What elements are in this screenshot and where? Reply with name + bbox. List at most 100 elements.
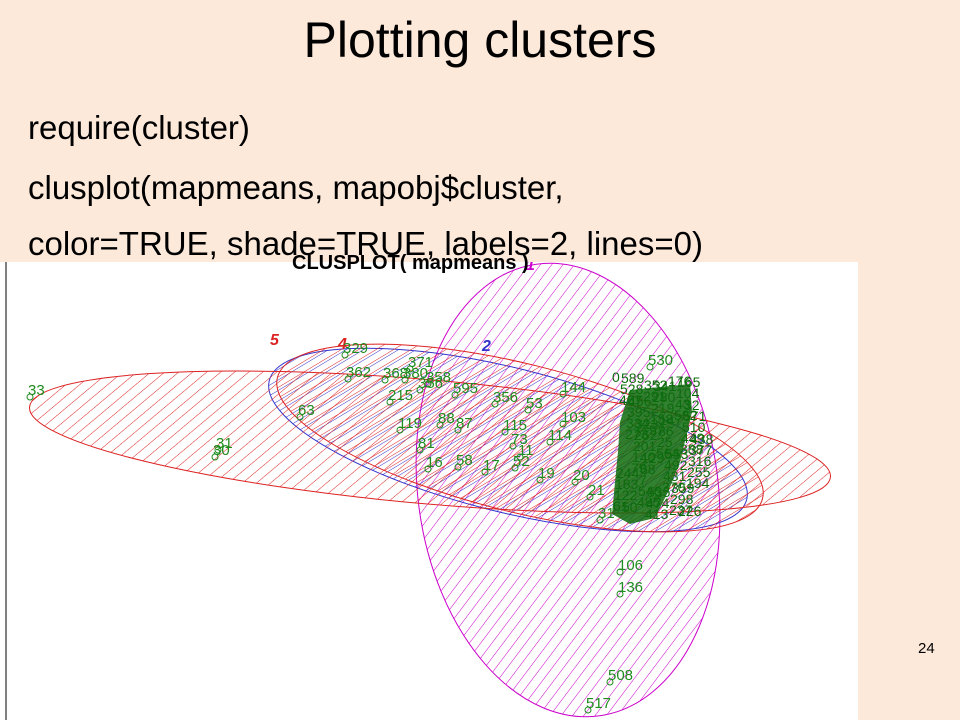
data-point-label: 215	[388, 387, 413, 404]
data-point: 530	[646, 352, 673, 371]
svg-text:341: 341	[653, 378, 677, 394]
data-point-label: 508	[608, 667, 633, 684]
svg-text:79: 79	[631, 460, 647, 476]
svg-text:553: 553	[665, 446, 689, 462]
svg-text:474: 474	[646, 495, 670, 511]
data-point: 31	[214, 435, 233, 454]
data-point: 371	[406, 354, 433, 373]
svg-text:388: 388	[680, 441, 704, 457]
data-point-label: 358	[426, 369, 451, 386]
data-point-label: 19	[538, 465, 555, 482]
data-point: 368	[381, 365, 408, 384]
svg-text:413: 413	[645, 506, 669, 522]
data-point: 106	[616, 557, 643, 576]
data-point-label: 21	[588, 482, 605, 499]
data-point-label: 17	[483, 457, 500, 474]
svg-text:334: 334	[626, 415, 650, 431]
data-point-label: 115	[503, 417, 527, 434]
data-point-label: 103	[561, 409, 586, 426]
svg-text:485: 485	[637, 494, 661, 510]
data-point-label: 119	[398, 415, 422, 432]
svg-text:359: 359	[671, 480, 695, 496]
data-point: 53	[524, 395, 543, 414]
svg-text:291: 291	[643, 388, 667, 404]
cluster-label-5: 5	[270, 332, 280, 349]
svg-text:97: 97	[649, 422, 665, 438]
dense-point-cluster: 0971942913884855827917627337046756461158…	[612, 369, 714, 524]
data-point: 16	[424, 454, 443, 473]
svg-text:25: 25	[657, 434, 673, 450]
svg-text:492: 492	[664, 457, 688, 473]
svg-text:571: 571	[683, 408, 707, 424]
svg-text:86: 86	[658, 423, 674, 439]
data-point: 88	[436, 410, 455, 429]
data-point: 119	[396, 415, 422, 434]
data-point-label: 81	[418, 435, 435, 452]
data-point: 114	[546, 427, 572, 446]
svg-text:194: 194	[686, 475, 710, 491]
data-point-label: 20	[573, 467, 590, 484]
svg-text:183: 183	[615, 476, 639, 492]
data-point: 508	[606, 667, 633, 686]
svg-text:176: 176	[668, 373, 692, 389]
data-point: 21	[586, 482, 605, 501]
data-point: 144	[559, 379, 586, 398]
data-point: 63	[296, 402, 315, 421]
data-point-label: 144	[561, 379, 586, 396]
data-point-label: 63	[298, 402, 315, 419]
data-point-label: 530	[648, 352, 673, 369]
svg-text:564: 564	[656, 445, 680, 461]
data-point: 33	[26, 382, 45, 401]
data-point: 115	[501, 417, 527, 436]
data-point-label: 595	[453, 380, 478, 397]
svg-text:438: 438	[690, 431, 714, 447]
data-point: 103	[559, 409, 586, 428]
svg-text:431: 431	[663, 468, 687, 484]
data-point-label: 106	[618, 557, 643, 574]
svg-text:226: 226	[678, 503, 702, 519]
svg-text:50: 50	[622, 499, 638, 515]
slide-number: 24	[918, 640, 935, 657]
data-point-label: 114	[548, 427, 572, 444]
data-point: 17	[481, 457, 500, 476]
code-line-require: require(cluster)	[28, 109, 250, 146]
svg-text:32: 32	[684, 397, 700, 413]
data-point-label: 329	[343, 340, 368, 357]
svg-text:510: 510	[682, 419, 706, 435]
svg-text:262: 262	[634, 427, 658, 443]
data-point-label: 16	[426, 454, 443, 471]
data-point-label: 380	[403, 365, 428, 382]
cluster-label-1: 1	[526, 262, 535, 274]
data-point-label: 517	[586, 695, 611, 712]
svg-text:589: 589	[621, 370, 645, 386]
data-point: 595	[451, 380, 478, 399]
data-point-label: 73	[511, 431, 528, 448]
svg-text:43: 43	[675, 396, 691, 412]
svg-text:122: 122	[614, 487, 638, 503]
svg-text:323: 323	[635, 416, 659, 432]
svg-text:528: 528	[620, 381, 644, 397]
data-point: 81	[416, 435, 435, 454]
data-point: 136	[616, 579, 643, 598]
svg-text:0: 0	[612, 369, 620, 385]
data-point-label: 136	[618, 579, 643, 596]
svg-text:68: 68	[640, 461, 656, 477]
data-point-label: 368	[383, 365, 408, 382]
data-point: 19	[536, 465, 555, 484]
data-point: 11	[516, 442, 534, 461]
svg-text:546: 546	[638, 483, 662, 499]
data-point-label: 31	[598, 505, 615, 522]
svg-text:255: 255	[687, 464, 711, 480]
data-point-label: 31	[216, 435, 233, 452]
slide-title: Plotting clusters	[303, 12, 657, 68]
svg-text:201: 201	[633, 438, 657, 454]
code-line-clusplot-args: color=TRUE, shade=TRUE, labels=2, lines=…	[28, 225, 703, 262]
svg-text:298: 298	[670, 491, 694, 507]
data-point: 30	[211, 442, 230, 461]
svg-text:316: 316	[688, 453, 712, 469]
cluster-label-2: 2	[481, 338, 491, 355]
cluster-label-4: 4	[337, 336, 347, 353]
data-point-label: 87	[456, 415, 473, 432]
svg-text:158: 158	[650, 411, 674, 427]
